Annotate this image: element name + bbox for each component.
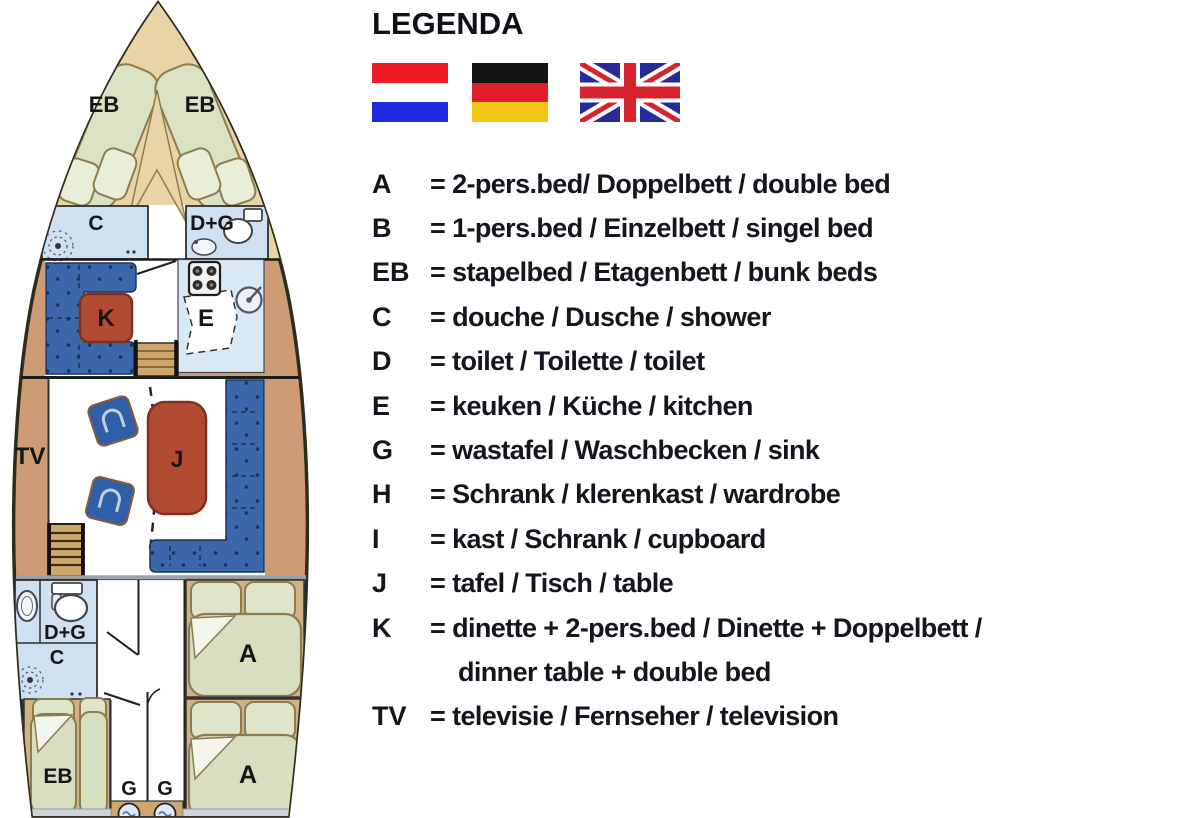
salon-bench — [149, 379, 265, 573]
legend-entry-text: = tafel / Tisch / table — [430, 568, 674, 599]
label-bed-aft: A — [239, 761, 257, 789]
legend-entry: EB = stapelbed / Etagenbett / bunk beds — [372, 251, 1172, 295]
bunk-cabin-aft — [23, 697, 111, 816]
dinette-bench — [45, 262, 137, 375]
legend-entry-text: = kast / Schrank / cupboard — [430, 523, 766, 554]
legend-entry-code: I — [372, 523, 380, 554]
floor-aft-corridor — [97, 578, 186, 816]
legend-flags — [372, 63, 692, 123]
legend-entry-code: G — [372, 435, 394, 466]
stern-sinks — [29, 800, 294, 816]
chair — [85, 476, 135, 526]
steps-aft — [47, 523, 85, 577]
label-eb-bow-right: EB — [185, 92, 216, 117]
sink-bowl-icon — [153, 802, 177, 816]
legend: LEGENDA A — [372, 0, 1172, 818]
legend-entry-code: D — [372, 346, 392, 377]
steps-mid — [133, 340, 179, 379]
door-line — [136, 260, 177, 275]
legend-entry-text: = wastafel / Waschbecken / sink — [430, 435, 820, 466]
legend-entry-text: = douche / Dusche / shower — [430, 301, 771, 332]
legend-entry: TV = televisie / Fernseher / television — [372, 695, 1172, 739]
sink-basin-icon — [16, 590, 38, 622]
legend-entry: H = Schrank / klerenkast / wardrobe — [372, 473, 1172, 517]
legend-entry-text: dinner table + double bed — [458, 656, 771, 687]
chair — [87, 395, 139, 447]
toilet-tank-icon — [243, 208, 263, 222]
legend-entry: B = 1-pers.bed / Einzelbett / singel bed — [372, 206, 1172, 250]
label-table: J — [171, 446, 184, 472]
legend-entry: I = kast / Schrank / cupboard — [372, 517, 1172, 561]
bed-cabin-mid — [185, 579, 305, 698]
legend-entry: D = toilet / Toilette / toilet — [372, 340, 1172, 384]
legend-entry-text: = dinette + 2-pers.bed / Dinette + Doppe… — [430, 612, 982, 643]
boat-floor-plan-svg: EB EB C D+G K E TV J D+G C EB G G A A — [11, 0, 310, 818]
legend-entry-text: = keuken / Küche / kitchen — [430, 390, 753, 421]
sink-bowl-icon — [117, 802, 141, 816]
legend-entry: J = tafel / Tisch / table — [372, 562, 1172, 606]
legend-entries: A = 2-pers.bed/ Doppelbett / double bed … — [372, 162, 1172, 739]
legend-entry-text: = 2-pers.bed/ Doppelbett / double bed — [430, 168, 891, 199]
legend-entry-text: = 1-pers.bed / Einzelbett / singel bed — [430, 213, 874, 244]
label-bunk-aft: EB — [43, 765, 72, 788]
legend-entry-text: = stapelbed / Etagenbett / bunk beds — [430, 257, 878, 288]
legend-entry-code: E — [372, 390, 391, 421]
legend-entry-code: TV — [372, 701, 407, 732]
boat-floor-plan: EB EB C D+G K E TV J D+G C EB G G A A — [0, 0, 340, 818]
shower-room-fwd — [41, 205, 149, 262]
label-toilet-aft: D+G — [44, 622, 86, 644]
united-kingdom-flag — [580, 63, 680, 122]
legend-entry-continuation: dinner table + double bed — [372, 650, 1172, 694]
faucet-dot — [126, 250, 130, 254]
kitchen — [177, 258, 265, 374]
legend-entry: A = 2-pers.bed/ Doppelbett / double bed — [372, 162, 1172, 206]
dinette-table — [78, 292, 134, 344]
label-kitchen: E — [198, 305, 214, 332]
legend-entry: C = douche / Dusche / shower — [372, 295, 1172, 339]
toilet-icon — [51, 582, 89, 623]
salon-table — [146, 400, 208, 516]
legend-entry-text: = toilet / Toilette / toilet — [430, 346, 705, 377]
label-tv: TV — [15, 443, 46, 470]
legend-entry-code: EB — [372, 257, 410, 288]
legend-entry-code: H — [372, 479, 392, 510]
legend-entry-text: = Schrank / klerenkast / wardrobe — [430, 479, 841, 510]
berth-center-wedge — [127, 89, 187, 223]
faucet-dot — [132, 250, 136, 254]
toilet-bowl-icon — [223, 218, 253, 244]
toilet-room-fwd — [185, 205, 269, 260]
label-sink-port: G — [121, 778, 137, 800]
legend-entry-code: C — [372, 301, 392, 332]
helm-clock-icon — [235, 286, 263, 314]
legend-entry-code: A — [372, 168, 392, 199]
label-dinette: K — [97, 305, 115, 332]
netherlands-flag — [372, 63, 448, 123]
kitchen-floor — [183, 289, 238, 355]
bow-berth — [57, 63, 257, 223]
label-eb-bow-left: EB — [89, 92, 120, 117]
legend-entry-code: J — [372, 568, 388, 599]
germany-flag — [472, 63, 548, 123]
label-sink-stb: G — [157, 778, 173, 800]
legend-entry: G = wastafel / Waschbecken / sink — [372, 428, 1172, 472]
sink-basin-icon — [191, 238, 217, 256]
stove-icon — [187, 260, 222, 297]
bed-cabin-aft — [185, 698, 305, 816]
label-shower-fwd: C — [88, 212, 103, 235]
legend-entry-code: K — [372, 612, 392, 643]
legend-entry-code: B — [372, 213, 392, 244]
label-shower-aft: C — [50, 647, 64, 669]
label-bed-mid: A — [239, 640, 257, 668]
legend-entry: K = dinette + 2-pers.bed / Dinette + Dop… — [372, 606, 1172, 650]
bathroom-aft — [14, 579, 98, 701]
legend-title: LEGENDA — [372, 6, 524, 41]
legend-entry: E = keuken / Küche / kitchen — [372, 384, 1172, 428]
label-toilet-fwd: D+G — [190, 212, 234, 235]
legend-entry-text: = televisie / Fernseher / television — [430, 701, 839, 732]
